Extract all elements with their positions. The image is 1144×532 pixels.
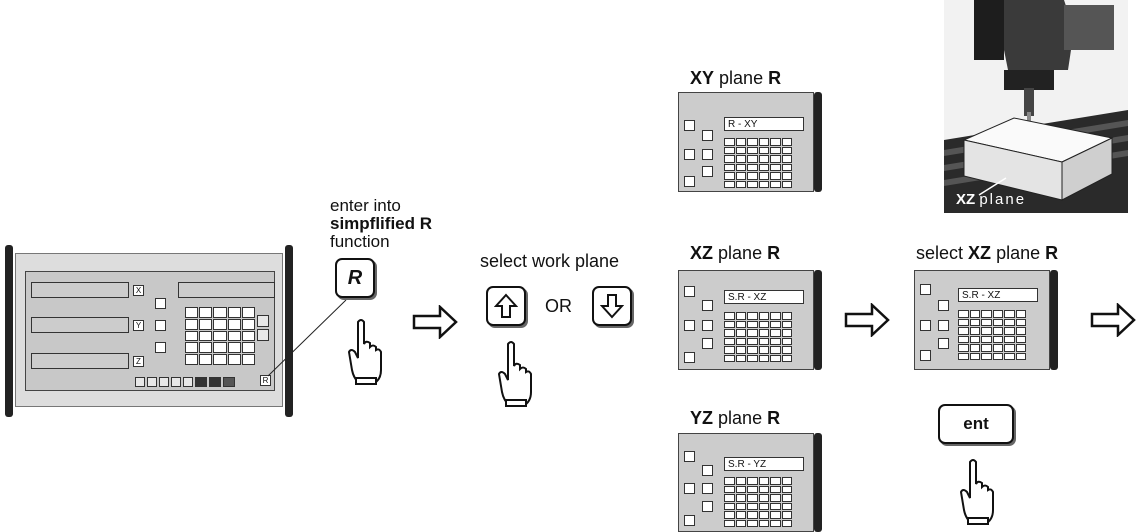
dro-keypad — [185, 307, 255, 365]
step1-line1: enter into — [330, 196, 401, 215]
yz-mini-panel: S.R - YZ — [678, 433, 823, 532]
right-arrow-icon-3 — [1090, 303, 1136, 337]
xz-display: S.R - XZ — [724, 290, 804, 304]
dro-r-key[interactable]: R — [260, 375, 271, 386]
down-arrow-icon — [600, 294, 624, 319]
milling-machine-illustration — [944, 0, 1128, 213]
dro-y-display — [31, 317, 129, 333]
xz-plane-title: XZ plane R — [690, 243, 781, 263]
step1-line3: function — [330, 232, 390, 251]
xy-plane-title: XY plane R — [690, 68, 782, 88]
dro-x-key[interactable]: X — [133, 285, 144, 296]
right-arrow-icon-1 — [412, 305, 458, 339]
pointing-hand-icon-3 — [960, 459, 994, 525]
pointing-hand-icon — [348, 319, 382, 385]
photo-xz-label: XZ plane — [956, 191, 1027, 208]
dro-xo-key[interactable] — [155, 298, 166, 309]
step2-text: select work plane — [480, 251, 620, 271]
xy-display: R - XY — [724, 117, 804, 131]
dro-unit: X Y Z R — [5, 245, 295, 417]
pointing-hand-icon-2 — [498, 341, 532, 407]
up-arrow-key[interactable] — [486, 286, 526, 326]
dro-z-key[interactable]: Z — [133, 356, 144, 367]
up-arrow-icon — [494, 293, 518, 318]
dro-x-display — [31, 282, 129, 298]
dro-func-key-1[interactable] — [257, 315, 269, 327]
dro-right-bezel — [285, 245, 293, 417]
dro-left-bezel — [5, 245, 13, 417]
step1-line2: simpflified R — [330, 214, 433, 233]
dro-func-key-2[interactable] — [257, 329, 269, 341]
dro-zo-key[interactable] — [155, 342, 166, 353]
step3-display: S.R - XZ — [958, 288, 1038, 302]
or-label: OR — [545, 296, 572, 316]
dro-y-key[interactable]: Y — [133, 320, 144, 331]
step3-title: select XZ plane R — [916, 243, 1059, 263]
xy-mini-panel: R - XY — [678, 92, 823, 192]
right-arrow-icon-2 — [844, 303, 890, 337]
dro-z-display — [31, 353, 129, 369]
dro-bottom-key-row — [135, 377, 245, 387]
step3-mini-panel: S.R - XZ — [914, 270, 1060, 370]
xz-mini-panel: S.R - XZ — [678, 270, 823, 370]
milling-machine-photo: XZ plane — [944, 0, 1128, 213]
yz-plane-title: YZ plane R — [690, 408, 781, 428]
r-key-button[interactable]: R — [335, 258, 375, 298]
yz-display: S.R - YZ — [724, 457, 804, 471]
ent-key-button[interactable]: ent — [938, 404, 1014, 444]
dro-yo-key[interactable] — [155, 320, 166, 331]
dro-aux-display — [178, 282, 275, 298]
down-arrow-key[interactable] — [592, 286, 632, 326]
